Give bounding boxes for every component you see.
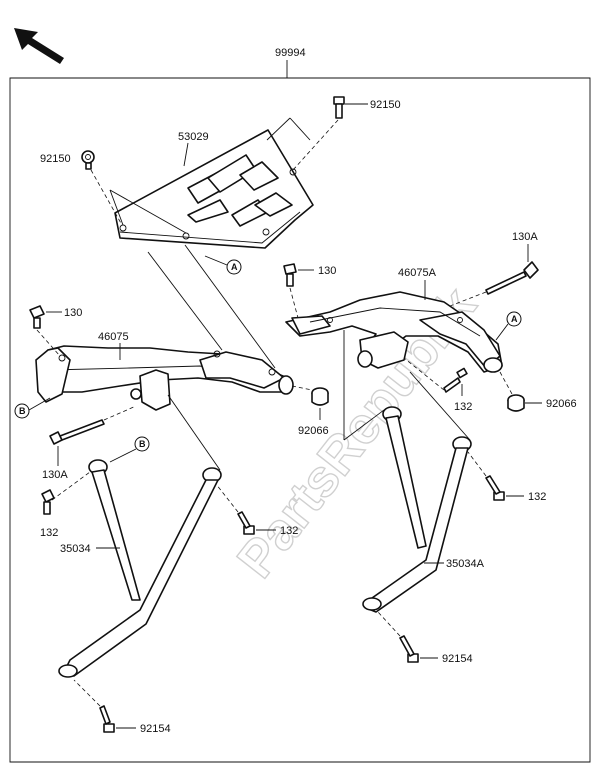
bolt-132-right	[485, 475, 505, 501]
ref-marker-b-left: B	[14, 403, 30, 419]
stay-35034a	[362, 406, 472, 613]
label-130a-bottom: 130A	[42, 469, 68, 481]
assembly-number: 99994	[275, 47, 306, 59]
bolt-132-mid	[237, 511, 255, 535]
svg-text:B: B	[19, 406, 26, 416]
plate-53029	[114, 129, 314, 249]
label-92150-top: 92150	[370, 99, 401, 111]
bracket-46075a	[285, 291, 503, 373]
bolt-130a-bottom	[49, 419, 105, 445]
label-46075a: 46075A	[398, 267, 437, 279]
label-53029: 53029	[178, 131, 209, 143]
bolt-92154-bottom	[99, 705, 115, 733]
bolt-130-left	[29, 305, 45, 329]
bolt-132-center	[443, 367, 468, 393]
label-130a-top: 130A	[512, 231, 538, 243]
grommet-92066-right	[507, 394, 525, 412]
label-132-left: 132	[40, 527, 58, 539]
label-92154-right: 92154	[442, 653, 473, 665]
front-direction-arrow-icon	[14, 28, 64, 64]
label-35034a: 35034A	[446, 558, 485, 570]
label-92154-bottom: 92154	[140, 723, 171, 735]
label-92066-right: 92066	[546, 398, 577, 410]
label-132-right: 132	[528, 491, 546, 503]
bolt-132-left	[41, 489, 55, 515]
bolt-92150-left	[81, 150, 95, 170]
label-130-center: 130	[318, 265, 336, 277]
bolt-130a-top	[485, 261, 539, 295]
ref-marker-a-right: A	[506, 311, 522, 327]
label-130-left: 130	[64, 307, 82, 319]
stay-35034	[58, 459, 222, 678]
bracket-46075	[35, 345, 294, 411]
label-132-center: 132	[454, 401, 472, 413]
label-46075: 46075	[98, 331, 129, 343]
assembly-frame	[9, 77, 591, 763]
svg-text:A: A	[231, 262, 238, 272]
svg-text:A: A	[511, 314, 518, 324]
label-92066-center: 92066	[298, 425, 329, 437]
bolt-92154-right	[399, 635, 419, 663]
label-132-mid: 132	[280, 525, 298, 537]
bolt-130-center	[283, 263, 297, 287]
svg-text:B: B	[139, 439, 146, 449]
grommet-92066-center	[311, 387, 329, 406]
label-35034: 35034	[60, 543, 91, 555]
ref-marker-b-stay: B	[134, 436, 150, 452]
ref-marker-a-plate: A	[226, 259, 242, 275]
bolt-92150-top	[333, 96, 345, 119]
label-92150-left: 92150	[40, 153, 71, 165]
